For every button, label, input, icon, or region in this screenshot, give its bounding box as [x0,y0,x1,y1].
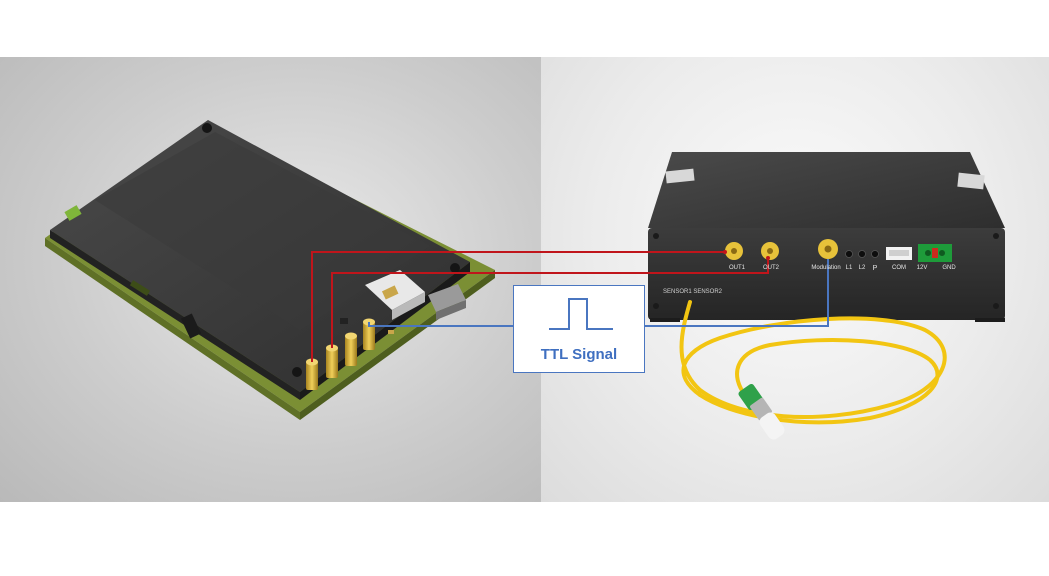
port-label-com: COM [892,265,906,271]
label-sticker [957,172,985,190]
blue-signal-line-right [645,259,829,327]
ttl-signal-label: TTL Signal [540,346,618,363]
port-label-modulation: Modulation [811,265,841,271]
ttl-pulse-icon [549,298,613,330]
usb-port [428,284,466,312]
mount-hole [292,367,302,377]
led-l1 [845,250,853,258]
led-p [871,250,879,258]
label-sticker [665,168,695,184]
led-l2 [858,250,866,258]
port-label-l2: L2 [858,265,866,271]
port-label-out2: OUT2 [762,265,780,271]
signal-lines [311,251,829,362]
port-label-p: P [872,265,878,272]
sma-connectors [306,318,375,390]
ttl-signal-callout: TTL Signal [513,285,645,373]
pin-header [180,313,202,339]
fiber-connector [738,384,785,440]
red-signal-line-out2 [331,258,769,348]
port-label-out1: OUT1 [728,265,746,271]
mount-hole [202,123,212,133]
green-clip [64,205,82,221]
optical-fiber [679,300,947,434]
laser-device-box [648,152,1005,322]
sensor-label: SENSOR1 SENSOR2 [663,289,723,295]
oem-board-module [45,120,495,420]
port-label-gnd: GND [942,265,956,271]
port-label-l1: L1 [845,265,853,271]
device-top [648,152,1005,228]
mount-hole [450,263,460,273]
port-label-12v: 12V [916,265,928,271]
blue-signal-line-left [368,322,513,327]
red-signal-line-out1 [311,251,725,362]
